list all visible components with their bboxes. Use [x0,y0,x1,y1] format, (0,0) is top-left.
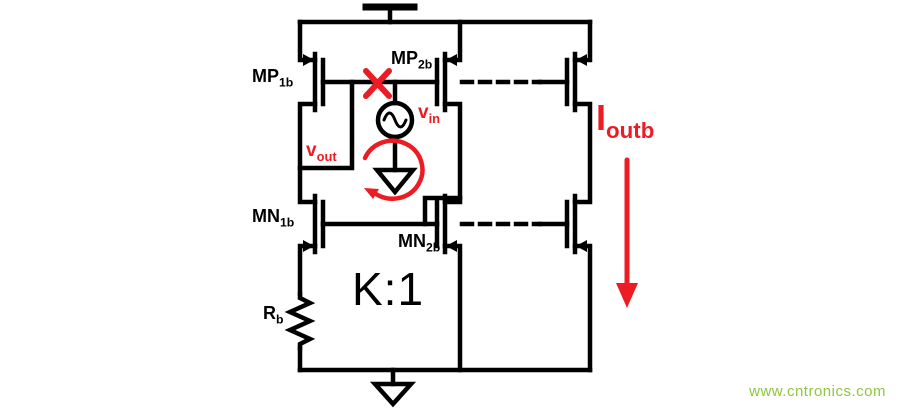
vout-label: vout [306,140,337,164]
mp1b-label-sub: 1b [279,75,294,90]
ac-source-vin [375,79,415,173]
transistor-nmos-output [564,193,587,255]
mirror-ratio-label: K:1 [352,263,425,315]
source-arrow-icon [576,240,587,252]
loop-arrowhead-icon [364,188,379,199]
mn2b-diode-wire [422,195,463,227]
ioutb-label-sub: outb [606,118,655,144]
loop-arc [362,138,425,201]
watermark-text: www.cntronics.com [749,383,886,400]
output-current-arrow [616,157,638,308]
vdd-symbol [362,3,418,25]
vin-label-base: v [418,102,429,123]
transistor-mp1b [303,51,326,113]
ground-triangle-icon [369,381,417,408]
source-arrow-icon [576,54,587,66]
transistor-mn2b [434,193,457,255]
source-arrow-icon [303,240,314,252]
ground-triangle-icon [372,167,418,196]
mn1b-label-base: MN [252,206,280,226]
resistor-rb [284,291,316,351]
mp2b-label-sub: 2b [418,57,433,72]
source-arrow-icon [303,54,314,66]
mn2b-label-sub: 2b [426,240,441,255]
vin-label: vin [418,102,440,126]
transistor-pmos-output [564,51,587,113]
vin-label-sub: in [428,110,441,126]
ground-symbol-bottom [369,367,417,408]
vout-label-sub: out [316,148,337,164]
ioutb-label-base: I [596,97,607,138]
left-branch-wire [297,19,318,373]
sine-icon [382,111,408,129]
mn1b-label: MN1b [252,206,294,230]
x-icon [363,68,392,99]
mp1b-label-base: MP [252,66,279,86]
ioutb-label: Ioutb [596,100,654,143]
rb-label-base: R [263,303,276,323]
ground-symbol-mid [372,167,418,196]
source-arrow-icon [446,240,457,252]
feedback-loop-arrow [362,138,425,201]
mp1b-label: MP1b [252,66,293,90]
source-arrow-icon [446,54,457,66]
current-arrowhead-icon [616,283,638,308]
mp2b-label: MP2b [391,48,432,72]
rb-label: Rb [263,303,283,327]
vout-label-base: v [306,140,317,161]
mn2b-label: MN2b [398,231,440,255]
loop-break-x-mark [363,68,392,99]
transistor-mp2b [434,51,457,113]
mn2b-label-base: MN [398,231,426,251]
transistor-mn1b [303,193,326,255]
rb-label-sub: b [276,312,284,327]
vout-feedback-wire [297,79,355,171]
mp2b-label-base: MP [391,48,418,68]
mn1b-label-sub: 1b [280,215,295,230]
